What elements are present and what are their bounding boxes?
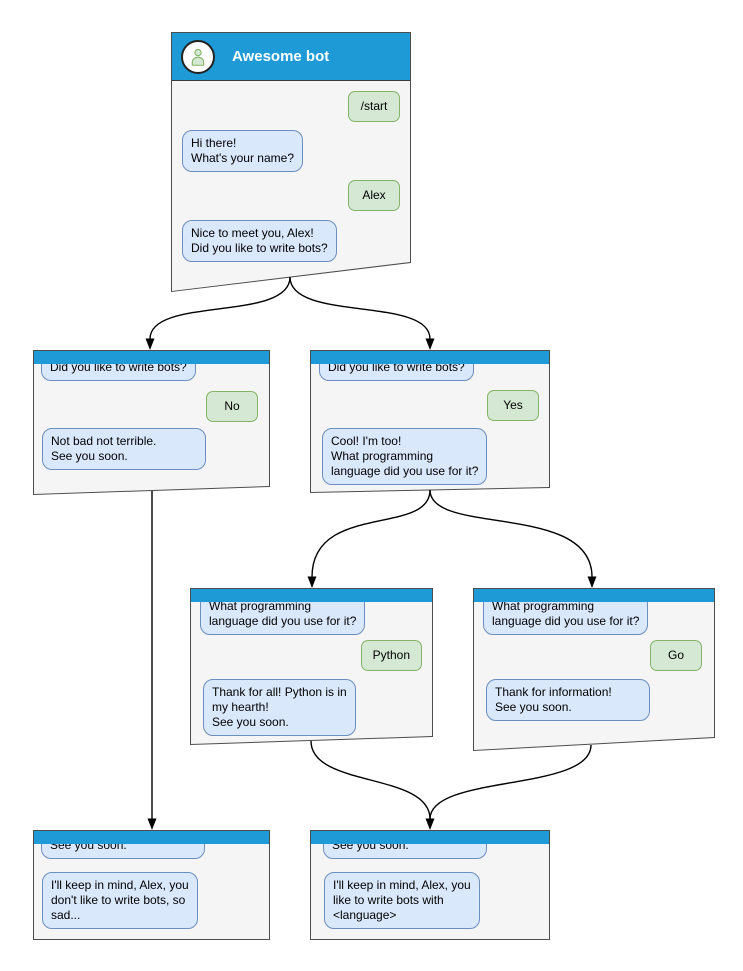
chat-window-go-branch: What programming language did you use fo…: [473, 588, 715, 751]
arrowhead-to-end-yes: [425, 818, 435, 830]
chat-window-python-branch: What programming language did you use fo…: [190, 588, 433, 745]
chat-header: Awesome bot: [172, 33, 410, 81]
window-title-bar: [311, 351, 549, 364]
chat-window-end-yes-body: See you soon. I'll keep in mind, Alex, y…: [311, 831, 549, 939]
chat-window-root-body: Awesome bot /start Hi there! What's your…: [172, 33, 410, 291]
bot-message-bubble: Not bad not terrible. See you soon.: [42, 428, 206, 470]
connector-root-to-yes: [289, 276, 431, 340]
chat-window-yes-branch-body: Did you like to write bots? Yes Cool! I'…: [311, 351, 549, 492]
bot-message-bubble: Cool! I'm too! What programming language…: [322, 428, 488, 485]
user-message-bubble: Yes: [487, 390, 539, 421]
bot-message-bubble: I'll keep in mind, Alex, you like to wri…: [324, 872, 480, 929]
arrowhead-root-to-no: [145, 338, 155, 350]
bot-title: Awesome bot: [232, 48, 330, 65]
chat-window-end-no: See you soon. I'll keep in mind, Alex, y…: [33, 830, 270, 940]
window-title-bar: [474, 589, 714, 602]
user-message-bubble: /start: [348, 91, 400, 122]
chat-window-end-no-body: See you soon. I'll keep in mind, Alex, y…: [34, 831, 269, 939]
connector-go-to-end: [429, 744, 592, 820]
bot-message-bubble: I'll keep in mind, Alex, you don't like …: [42, 872, 198, 929]
chat-window-yes-branch: Did you like to write bots? Yes Cool! I'…: [310, 350, 550, 493]
person-icon: [191, 48, 205, 66]
user-message-bubble: Go: [650, 640, 702, 671]
bot-message-bubble: Hi there! What's your name?: [182, 130, 304, 172]
chat-window-no-branch: Did you like to write bots? No Not bad n…: [33, 350, 270, 495]
user-message-bubble: No: [206, 391, 258, 422]
arrowhead-root-to-yes: [425, 338, 435, 350]
bot-avatar: [181, 39, 215, 74]
arrowhead-yes-to-go: [587, 576, 597, 588]
connector-yes-to-python: [311, 489, 431, 578]
arrowhead-yes-to-python: [307, 576, 317, 588]
window-title-bar: [34, 351, 269, 364]
chat-window-end-yes: See you soon. I'll keep in mind, Alex, y…: [310, 830, 550, 940]
bot-message-bubble: Thank for all! Python is in my hearth! S…: [203, 679, 356, 736]
arrowhead-no-to-end: [147, 818, 157, 830]
user-message-bubble: Alex: [348, 180, 400, 211]
connector-python-to-end: [310, 740, 431, 820]
window-title-bar: [311, 831, 549, 844]
connector-yes-to-go: [429, 489, 593, 578]
chat-window-no-branch-body: Did you like to write bots? No Not bad n…: [34, 351, 269, 494]
chat-window-go-branch-body: What programming language did you use fo…: [474, 589, 714, 750]
chat-window-root: Awesome bot /start Hi there! What's your…: [171, 32, 411, 292]
bot-message-bubble: Thank for information! See you soon.: [486, 679, 650, 721]
window-title-bar: [34, 831, 269, 844]
window-title-bar: [191, 589, 432, 602]
user-message-bubble: Python: [360, 640, 422, 671]
bot-message-bubble: Nice to meet you, Alex! Did you like to …: [182, 220, 337, 262]
chat-window-python-branch-body: What programming language did you use fo…: [191, 589, 432, 744]
